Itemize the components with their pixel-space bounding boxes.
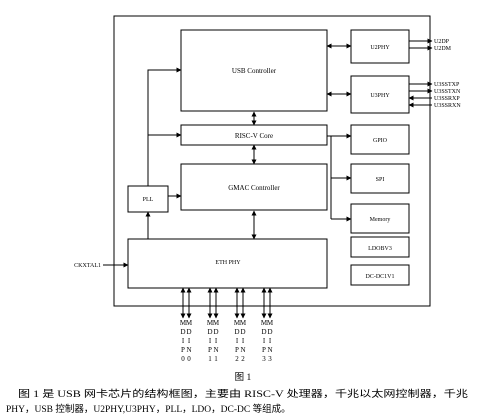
pll-block [127,185,169,213]
mdi-pin-char: D [186,328,191,336]
gpio-block [350,124,410,155]
mdi-pin-char: D [240,328,245,336]
mdi-pin-char: D [234,328,239,336]
mdi-pin-char: D [213,328,218,336]
u2phy-label: U2PHY [370,45,390,51]
usb-controller-block [180,29,328,112]
mdi-pin-char: I [182,337,185,345]
mdi-pin-char: 3 [262,355,266,363]
usb-controller-label: USB Controller [232,67,277,75]
mdi-pin-char: N [267,346,272,354]
mdi-pin-char: M [213,319,220,327]
mdi-pin-char: P [181,346,185,354]
mdi-pin-char: M [180,319,187,327]
u3sstxp-label: U3SSTXP [434,82,460,88]
mdi-pin-char: M [186,319,193,327]
mdi-pin-char: P [235,346,239,354]
u2dp-label: U2DP [434,39,450,45]
u3phy-label: U3PHY [370,93,390,99]
mdi-pin-char: 2 [241,355,245,363]
mdi-pin-char: 0 [187,355,191,363]
eth-phy-label: ETH PHY [215,260,241,266]
mdi-pin-char: P [208,346,212,354]
spi-label: SPI [376,177,385,183]
ldo-label: LDOBV3 [368,246,392,252]
dcdc-label: DC-DC1V1 [365,274,394,280]
ckxtal-label: CKXTAL1 [74,263,101,269]
mdi-pin-char: D [207,328,212,336]
ldo-block [350,236,410,258]
pll-label: PLL [143,197,154,203]
mdi-pin-char: N [186,346,191,354]
gmac-controller-block [180,163,328,211]
mdi-pin-char: I [209,337,212,345]
mdi-pin-char: D [180,328,185,336]
dcdc-block [350,264,410,286]
mdi-pin-char: I [188,337,191,345]
gpio-label: GPIO [373,138,388,144]
mdi-pin-char: N [213,346,218,354]
mdi-pin-char: M [267,319,274,327]
mdi-pin-char: M [261,319,268,327]
u3ssrxp-label: U3SSRXP [434,96,460,102]
mdi-pin-char: 1 [208,355,212,363]
memory-label: Memory [370,217,391,223]
gmac-controller-label: GMAC Controller [228,184,280,192]
mdi-pin-arrows [180,287,273,319]
mdi-pin-char: 3 [268,355,272,363]
mdi-pin-char: P [262,346,266,354]
u3ssrxn-label: U3SSRXN [434,103,461,109]
mdi-pin-char: M [234,319,241,327]
u2dm-label: U2DM [434,46,452,52]
mdi-pin-char: I [242,337,245,345]
mdi-pin-char: I [215,337,218,345]
mdi-pin-char: I [269,337,272,345]
caption-line-1: 图 1 是 USB 网卡芯片的结构框图，主要由 RISC-V 处理器，千兆以太网… [18,388,469,400]
mdi-pin-char: M [240,319,247,327]
mdi-pin-char: N [240,346,245,354]
figure-label: 图 1 [235,372,252,383]
caption-line-2: PHY，USB 控制器，U2PHY,U3PHY，PLL，LDO，DC-DC 等组… [6,403,291,415]
mdi-pin-char: M [207,319,214,327]
u3phy-block [350,75,410,114]
mdi-pin-char: D [261,328,266,336]
mdi-pin-char: 1 [214,355,218,363]
mdi-pin-char: 2 [235,355,239,363]
spi-block [350,163,410,194]
mdi-pin-char: I [236,337,239,345]
mdi-pin-char: I [263,337,266,345]
eth-phy-block [127,238,328,289]
mdi-pin-char: D [267,328,272,336]
u3sstxn-label: U3SSTXN [434,89,461,95]
u2phy-block [350,29,410,64]
mdi-pin-char: 0 [181,355,185,363]
pll-to-usb-clock [147,67,182,186]
riscv-core-label: RISC-V Core [235,132,273,140]
